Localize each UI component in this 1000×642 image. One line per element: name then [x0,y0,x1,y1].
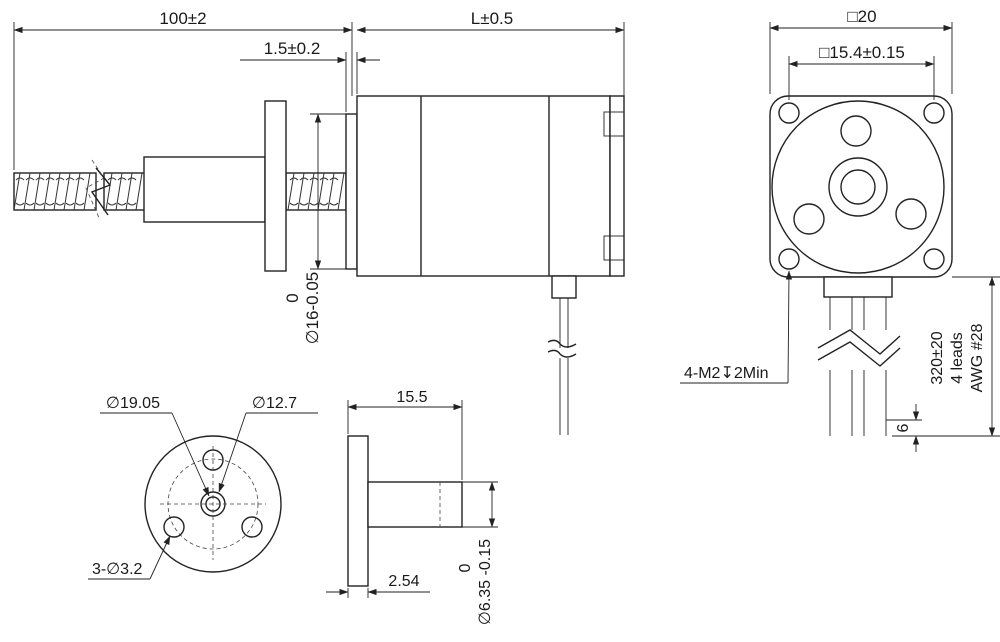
dim-pilot-diameter: ∅16-0.05 [303,272,322,344]
dim-pilot-tol: 0 [283,293,302,302]
dim-frame-size: □20 [847,7,876,26]
mount-hole [923,248,945,270]
nut-side-body [367,481,463,528]
dim-motor-length: L±0.5 [471,9,513,28]
label-bolt-holes: 3-∅3.2 [92,561,143,578]
dim-strip-length: 6 [895,423,912,432]
nut-front-view: ∅19.05 ∅12.7 3-∅3.2 [88,395,318,580]
label-mount-holes: 4-M2↧2Min [684,365,769,382]
dim-lead-length: 320±20 [929,331,946,384]
motor-face [769,95,953,278]
dim-bore-tol: 0 [457,563,474,572]
motor-leads-side [547,275,577,435]
face-boss [771,100,945,274]
mount-hole [923,102,945,124]
mount-hole [778,102,800,124]
bolt-hole [241,516,263,538]
mount-hole [778,248,800,270]
dim-hole-spacing: □15.4±0.15 [819,43,905,62]
label-lead-gauge: AWG #28 [969,324,986,393]
nut-flange-outline [144,435,282,573]
dim-flange-diameter: ∅19.05 [106,395,160,412]
dim-flange-thickness: 2.54 [388,573,419,590]
bolt-hole [163,516,185,538]
nut-body [143,156,266,223]
nut-side-flange [347,435,369,587]
dim-screw-length: 100±2 [159,9,206,28]
dim-nut-length: 15.5 [396,389,427,406]
motor-pilot [345,113,358,270]
motor-leads-front [817,276,901,436]
dim-bolt-circle: ∅12.7 [252,395,297,412]
nut-flange [264,100,287,272]
dim-bore-diameter: ∅6.35 -0.15 [477,539,494,625]
nut-side-view: 15.5 2.54 0 ∅6.35 -0.15 [326,389,498,625]
side-view: 100±2 L±0.5 1.5±0.2 0 ∅16-0.05 [13,9,625,435]
label-lead-count: 4 leads [949,332,966,384]
dim-pilot-height: 1.5±0.2 [264,39,321,58]
motor-body [356,95,625,277]
front-view: □20 □15.4±0.15 4-M2↧2Min 320±20 4 leads … [680,7,1000,452]
